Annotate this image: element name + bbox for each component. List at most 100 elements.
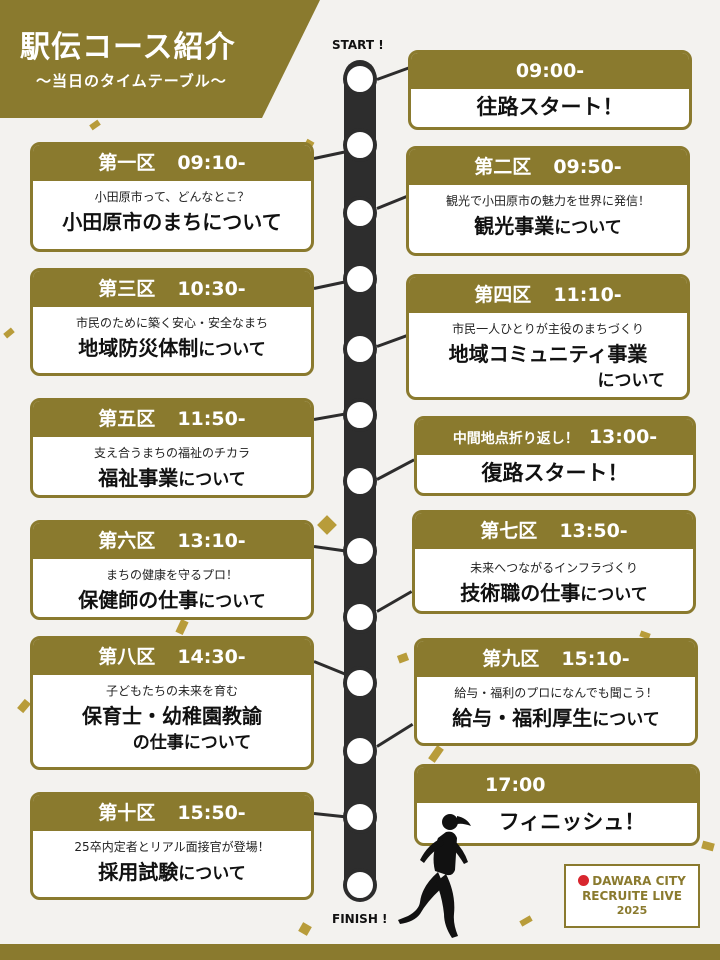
course-node [343, 734, 377, 768]
stage-number: 第六区 [98, 530, 156, 552]
stage-time: 11:50- [177, 408, 246, 430]
confetti-decoration [175, 618, 189, 636]
event-logo: DAWARA CITY RECRUITE LIVE 2025 [564, 864, 700, 928]
connector-line [313, 812, 346, 819]
confetti-decoration [701, 840, 715, 852]
stage-time: 15:50- [177, 802, 246, 824]
stage-subtitle: 市民のために築く安心・安全なまち [75, 316, 268, 330]
course-node [343, 666, 377, 700]
stage-subtitle: 子どもたちの未来を育む [105, 684, 238, 698]
stage-card-9: 第九区 15:10- 給与・福利のプロになんでも聞こう！ 給与・福利厚生について [414, 638, 698, 746]
logo-line-1: DAWARA CITY [566, 874, 698, 888]
stage-title-main: 技術職の仕事 [460, 581, 581, 605]
course-node [343, 398, 377, 432]
course-node [343, 534, 377, 568]
stage-title-suffix: について [592, 710, 660, 730]
stage-title: 福祉事業について [33, 465, 311, 494]
stage-subtitle: 給与・福利のプロになんでも聞こう！ [454, 686, 658, 700]
stage-title-main: 保健師の仕事 [78, 588, 199, 612]
stage-card-turnaround: 中間地点折り返し！ 13:00- 復路スタート！ [414, 416, 696, 496]
stage-card-outbound-start: 09:00- 往路スタート！ [408, 50, 692, 130]
connector-line [313, 660, 348, 677]
course-node [343, 868, 377, 902]
stage-header: 第十区 15:50- [33, 795, 311, 831]
stage-number: 第九区 [482, 648, 540, 670]
stage-number: 第七区 [480, 520, 538, 542]
stage-title: 小田原市のまちについて [62, 210, 282, 234]
stage-subtitle: まちの健康を守るプロ！ [105, 568, 238, 582]
course-node [343, 196, 377, 230]
stage-time: 14:30- [177, 646, 246, 668]
stage-title: 給与・福利厚生について [417, 705, 695, 734]
stage-title: 保健師の仕事について [33, 587, 311, 616]
connector-line [313, 412, 346, 421]
stage-number: 第五区 [98, 408, 156, 430]
page-title: 駅伝コース紹介 [20, 30, 236, 65]
connector-line [313, 545, 346, 553]
connector-line [376, 195, 408, 210]
course-node [343, 62, 377, 96]
stage-card-finish: 17:00 フィニッシュ！ [414, 764, 700, 846]
runner-silhouette-icon [398, 814, 471, 938]
stage-title-main: 地域防災体制 [78, 336, 199, 360]
confetti-decoration [317, 515, 337, 535]
stage-title: 復路スタート！ [481, 461, 629, 485]
stage-header: 第五区 11:50- [33, 401, 311, 437]
stage-title: 採用試験について [33, 859, 311, 888]
start-label: START ! [332, 38, 384, 52]
stage-title: 技術職の仕事について [415, 580, 693, 609]
stage-title: 往路スタート！ [476, 95, 624, 119]
stage-title-suffix: について [198, 592, 266, 612]
stage-title: 保育士・幼稚園教諭 の仕事について [33, 703, 311, 757]
stage-title-main: 地域コミュニティ事業 [448, 342, 648, 366]
connector-line [376, 334, 408, 348]
logo-text-1: DAWARA CITY [592, 874, 686, 888]
stage-time: 13:00- [588, 426, 658, 448]
stage-number: 第四区 [474, 284, 532, 306]
stage-time: 09:10- [177, 152, 246, 174]
stage-header: 第九区 15:10- [417, 641, 695, 677]
logo-line-3: 2025 [616, 904, 648, 917]
title-banner [0, 0, 320, 118]
finish-label: FINISH ! [332, 912, 388, 926]
bottom-bar [0, 944, 720, 960]
connector-line [376, 458, 415, 481]
stage-title: 観光事業について [409, 213, 687, 242]
stage-title-suffix: について [597, 371, 666, 391]
course-node [343, 262, 377, 296]
connector-line [313, 150, 346, 160]
stage-header: 第四区 11:10- [409, 277, 687, 313]
stage-header: 中間地点折り返し！ 13:00- [417, 419, 693, 455]
connector-line [313, 280, 346, 290]
stage-header: 第一区 09:10- [33, 145, 311, 181]
stage-subtitle: 未来へつながるインフラづくり [470, 561, 638, 575]
stage-number: 第十区 [98, 802, 156, 824]
stage-number: 第一区 [98, 152, 156, 174]
stage-title-main: 給与・福利厚生 [452, 706, 593, 730]
stage-subtitle: 25卒内定者とリアル面接官が登場！ [74, 840, 270, 854]
course-node [343, 600, 377, 634]
stage-card-10: 第十区 15:50- 25卒内定者とリアル面接官が登場！ 採用試験について [30, 792, 314, 900]
stage-title: 地域防災体制について [33, 335, 311, 364]
stage-time: 09:50- [553, 156, 622, 178]
stage-title: フィニッシュ！ [498, 810, 646, 834]
confetti-decoration [428, 745, 444, 763]
logo-dot-icon [578, 875, 590, 886]
confetti-decoration [3, 327, 15, 339]
stage-time: 13:10- [177, 530, 246, 552]
confetti-decoration [396, 652, 410, 664]
stage-time: 11:10- [553, 284, 622, 306]
stage-time: 15:10- [561, 648, 630, 670]
stage-number: 中間地点折り返し！ [452, 431, 579, 447]
stage-subtitle: 観光で小田原市の魅力を世界に発信！ [445, 194, 650, 208]
stage-title-main: 採用試験 [98, 860, 179, 884]
